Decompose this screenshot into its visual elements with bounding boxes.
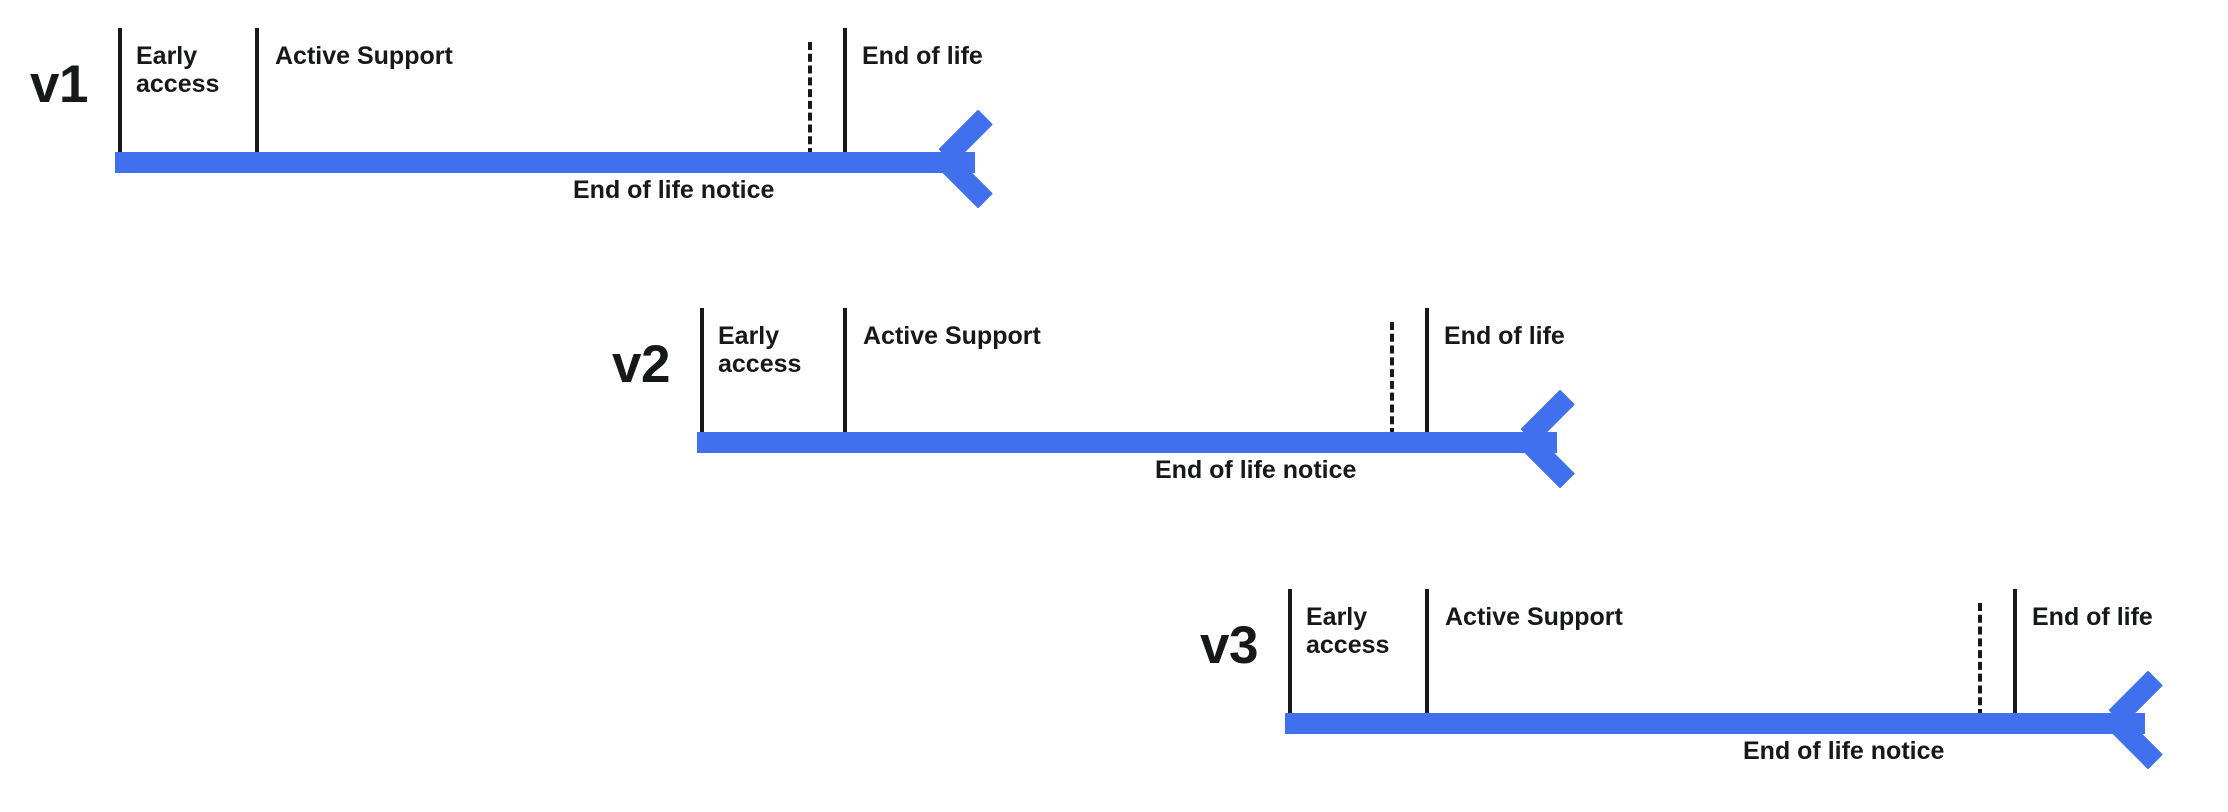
end-of-life-notice-marker-v1 — [808, 42, 812, 156]
notice-label-v1: End of life notice — [573, 176, 775, 204]
timeline-bar-v2 — [697, 432, 1557, 453]
notice-label-v3: End of life notice — [1743, 737, 1945, 765]
phase-label-end-of-life-v1: End of life — [862, 42, 983, 70]
end-of-life-notice-marker-v2 — [1390, 322, 1394, 436]
phase-divider-end-of-life-v1 — [843, 28, 847, 156]
end-of-life-notice-marker-v3 — [1978, 603, 1982, 717]
phase-divider-end-of-life-v3 — [2013, 589, 2017, 717]
phase-divider-active-support-v2 — [843, 308, 847, 436]
timeline-arrow-head-v3 — [2108, 670, 2187, 770]
lifecycle-row-v3: v3 Early access Active Support End of li… — [0, 561, 2228, 811]
notice-label-v2: End of life notice — [1155, 456, 1357, 484]
phase-divider-active-support-v1 — [255, 28, 259, 156]
phase-divider-start-v3 — [1288, 589, 1292, 717]
phase-label-early-access-v2: Early access — [718, 322, 802, 378]
timeline-arrow-head-v1 — [938, 109, 1017, 209]
phase-label-end-of-life-v3: End of life — [2032, 603, 2153, 631]
phase-label-end-of-life-v2: End of life — [1444, 322, 1565, 350]
phase-divider-active-support-v3 — [1425, 589, 1429, 717]
phase-divider-end-of-life-v2 — [1425, 308, 1429, 436]
lifecycle-row-v1: v1 Early access Active Support End of li… — [0, 0, 2228, 240]
timeline-bar-v3 — [1285, 713, 2145, 734]
phase-label-active-support-v1: Active Support — [275, 42, 453, 70]
phase-label-early-access-v1: Early access — [136, 42, 220, 98]
version-label-v1: v1 — [30, 55, 88, 114]
version-label-v3: v3 — [1200, 616, 1258, 675]
version-label-v2: v2 — [612, 335, 670, 394]
phase-divider-start-v1 — [118, 28, 122, 156]
lifecycle-row-v2: v2 Early access Active Support End of li… — [0, 280, 2228, 520]
timeline-bar-v1 — [115, 152, 975, 173]
timeline-arrow-head-v2 — [1520, 389, 1599, 489]
phase-label-early-access-v3: Early access — [1306, 603, 1390, 659]
phase-divider-start-v2 — [700, 308, 704, 436]
phase-label-active-support-v2: Active Support — [863, 322, 1041, 350]
phase-label-active-support-v3: Active Support — [1445, 603, 1623, 631]
